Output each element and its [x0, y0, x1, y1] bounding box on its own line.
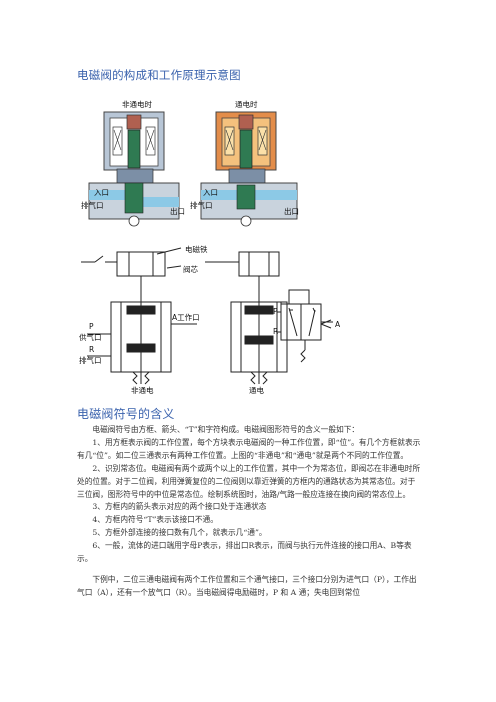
caption-energized: 通电时 — [235, 99, 258, 109]
label-non-energized: 非通电 — [131, 385, 154, 394]
label-exhaust-port: 排气口 — [79, 355, 102, 365]
paragraph: 6、一般，流体的进口端用字母P表示，排出口R表示，而阀与执行元件连接的接口用A、… — [77, 541, 412, 564]
label-exhaust-right: 排气口 — [190, 200, 213, 210]
paragraph: 2、识别常态位。电磁阀有两个或两个以上的工作位置，其中一个为常态位，即阀芯在非通… — [77, 463, 421, 499]
label-inlet-left: 入口 — [94, 188, 109, 197]
label-port-p: P — [89, 322, 94, 331]
label-outlet-left: 出口 — [170, 206, 185, 216]
label-outlet-right: 出口 — [284, 206, 299, 216]
paragraph: 5、方框外部连接的接口数有几个，就表示几“通”。 — [92, 528, 267, 538]
symbol-label-a: A — [335, 320, 341, 329]
section-title-structure: 电磁阀的构成和工作原理示意图 — [77, 68, 241, 82]
label-port-r: R — [89, 345, 94, 354]
valve-schematic-figure: 电磁铁 阀芯 P 供气口 A工作口 R 排气口 非通电 通电 P R A — [79, 244, 341, 394]
label-solenoid-iron: 电磁铁 — [185, 244, 208, 254]
caption-non-energized: 非通电时 — [122, 99, 152, 109]
valve-energized-diagram: 通电时 入口 排气口 出口 — [190, 99, 299, 227]
valve-non-energized-diagram: 非通电时 入口 排气口 出口 — [81, 99, 185, 227]
symbol-label-p: P — [273, 307, 278, 316]
section-title-symbol-meaning: 电磁阀符号的含义 — [77, 407, 175, 421]
paragraph: 1、用方框表示阀的工作位置，每个方块表示电磁阀的一种工作位置，即“位”。有几个方… — [77, 437, 421, 460]
label-inlet-right: 入口 — [203, 188, 218, 197]
paragraph: 下例中，二位三通电磁阀有两个工作位置和三个通气接口，三个接口分别为进气口（P），… — [77, 574, 417, 597]
label-exhaust-left: 排气口 — [81, 200, 104, 210]
valve-cross-section-figure: 非通电时 入口 排气口 出口 通电时 — [81, 99, 299, 227]
paragraph: 3、方框内的箭头表示对应的两个接口处于连通状态 — [92, 502, 267, 512]
symbol-meaning-text: 电磁阀符号由方框、箭头、“T”和字符构成。电磁阀图形符号的含义一般如下： 1、用… — [77, 424, 421, 600]
label-supply-port: 供气口 — [79, 332, 102, 342]
label-a-work-port: A工作口 — [172, 312, 200, 322]
label-valve-core: 阀芯 — [183, 264, 198, 274]
symbol-label-r: R — [273, 327, 278, 336]
label-energized: 通电 — [249, 385, 264, 394]
paragraph: 电磁阀符号由方框、箭头、“T”和字符构成。电磁阀图形符号的含义一般如下： — [92, 425, 360, 434]
paragraph: 4、方框内符号“T”表示该接口不通。 — [92, 515, 218, 525]
